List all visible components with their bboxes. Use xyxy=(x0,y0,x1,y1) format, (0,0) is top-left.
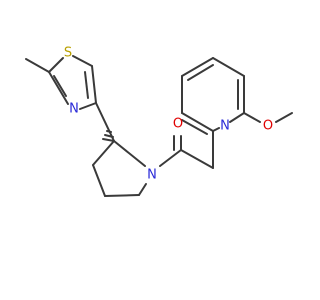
bond-py-c1-o xyxy=(243,112,261,123)
atom-labels: S N N O N O xyxy=(64,46,273,183)
bond-py-c2-c3 xyxy=(181,112,214,132)
atom-n-pyridine: N xyxy=(220,119,230,134)
bond-n3-c2-inner xyxy=(53,75,67,97)
stereo-hashed-wedge xyxy=(102,130,115,142)
atom-o-carbonyl: O xyxy=(173,117,183,132)
bond-c2-c3 xyxy=(92,140,115,166)
atom-o-methoxy: O xyxy=(263,119,273,134)
bonds xyxy=(25,55,293,197)
atom-n-pyrrolidine: N xyxy=(147,168,157,183)
bond-c4-c5 xyxy=(104,194,140,197)
bond-py-n-c2 xyxy=(212,127,220,132)
atom-s1: S xyxy=(64,46,72,61)
bond-c3-c4 xyxy=(92,164,106,197)
bond-s1-c5 xyxy=(72,55,93,67)
atom-n-thiazole: N xyxy=(69,102,79,117)
bond-c4-n3 xyxy=(79,102,97,110)
bond-py-c1-n xyxy=(229,112,245,123)
bond-py-c2-c3-inner xyxy=(181,119,208,135)
bond-methyl-thiazole xyxy=(25,58,50,73)
wedge-hash-2 xyxy=(104,134,114,138)
bond-o-methyl xyxy=(275,112,293,123)
molecule-canvas: S N N O N O xyxy=(25,46,293,197)
bond-carbonyl-ch2 xyxy=(180,149,214,169)
wedge-hash-3 xyxy=(102,138,115,142)
bond-c5-npyr xyxy=(138,183,147,196)
bond-c5-c4 xyxy=(91,65,97,104)
bond-npyr-c2 xyxy=(113,140,146,167)
bond-py-c4-c5-inner xyxy=(187,64,214,81)
bond-thiazole-pyrrolidine xyxy=(95,102,115,142)
wedge-hash-1 xyxy=(106,130,112,133)
bond-py-c5-c6 xyxy=(212,57,245,77)
bond-py-c4-c5 xyxy=(181,57,214,77)
bond-c2-s1 xyxy=(48,57,64,73)
molecule-structure-diagram: S N N O N O xyxy=(25,46,293,197)
bond-c5-c4-inner xyxy=(84,71,89,99)
bond-npyr-carbonyl xyxy=(159,149,182,167)
bond-n3-c2 xyxy=(48,71,69,105)
